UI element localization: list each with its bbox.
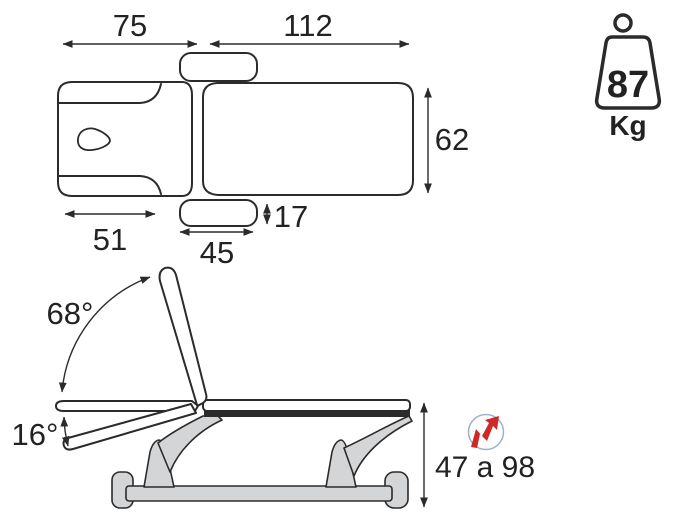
dim-label-head-width: 51 — [93, 222, 127, 257]
body-section-top-view — [202, 82, 414, 196]
electric-bolt-icon — [471, 416, 499, 448]
height-range-label: 47 a 98 — [435, 451, 535, 484]
dim-label-table-width: 62 — [435, 122, 469, 157]
dim-label-armrest-length: 45 — [200, 235, 234, 270]
head-cushion-seam-bottom — [57, 175, 162, 195]
frame-bar — [204, 410, 410, 417]
weight-body — [594, 35, 662, 110]
angle-label-backrest: 68° — [47, 296, 94, 331]
dim-label-head-length: 75 — [113, 8, 147, 43]
weight-value-label: 87 — [607, 64, 649, 106]
dim-label-armrest-offset: 17 — [274, 199, 308, 234]
head-section-top-view — [57, 81, 193, 197]
electric-adjustment-icon — [467, 413, 505, 451]
angle-arc-tilt — [60, 416, 70, 447]
weight-unit-label: Kg — [609, 110, 646, 141]
backrest-side-view — [158, 266, 208, 407]
face-hole — [77, 127, 111, 152]
side-view: 68° 16° 47 a 98 — [12, 266, 535, 509]
support-arm-right — [343, 415, 413, 477]
head-section-side-view — [55, 400, 199, 412]
lift-post-right — [325, 439, 357, 488]
angle-arc-backrest — [58, 276, 151, 393]
armrest-top — [179, 52, 258, 82]
weight-capacity-icon: 87 Kg — [594, 13, 662, 141]
head-cushion-seam-top — [57, 83, 162, 104]
top-view: 75 112 62 17 51 45 — [57, 8, 469, 270]
seat-section-side-view — [202, 399, 411, 412]
angle-label-tilt: 16° — [12, 417, 59, 452]
armrest-bottom — [179, 199, 258, 227]
base-bar — [125, 485, 393, 502]
dim-label-body-length: 112 — [283, 8, 332, 43]
support-arm-left — [157, 415, 223, 473]
weight-handle-ring — [613, 13, 633, 33]
